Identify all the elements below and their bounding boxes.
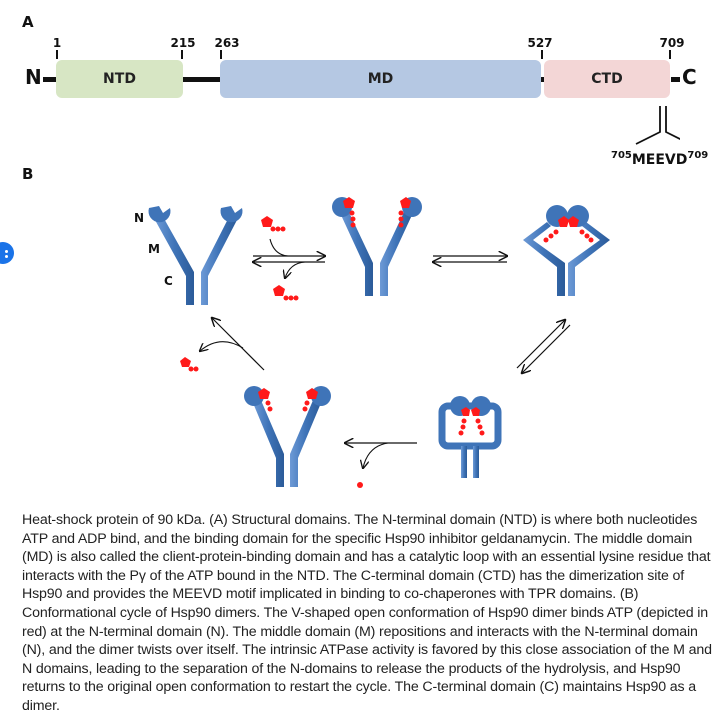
equilibrium-arrow-2 xyxy=(433,256,507,262)
tick-1 xyxy=(56,50,58,59)
adp-molecule-released xyxy=(180,357,199,372)
hsp90-open-adp-bound-dimer xyxy=(244,386,331,487)
hsp90-open-apo-dimer xyxy=(148,206,243,305)
c-domain-label: C xyxy=(164,274,173,288)
n-domain-left xyxy=(148,206,171,223)
release-arrow xyxy=(200,318,265,371)
tick-215 xyxy=(181,50,183,59)
n-domain-right xyxy=(220,206,243,223)
released-phosphate xyxy=(357,482,363,488)
adp-molecule-out xyxy=(273,285,299,301)
equilibrium-arrow-3 xyxy=(516,320,571,373)
position-label-1: 1 xyxy=(52,36,62,50)
meevd-motif-label: 705MEEVD709 xyxy=(611,150,708,168)
motif-end-position: 709 xyxy=(687,150,709,161)
hsp90-closed-n-dimerized xyxy=(523,205,610,296)
conformational-cycle-diagram xyxy=(148,197,610,488)
protomer-left xyxy=(155,215,194,305)
m-domain-label: M xyxy=(148,242,160,256)
md-domain: MD xyxy=(220,60,541,98)
tick-527 xyxy=(541,50,543,59)
n-linker xyxy=(43,77,57,82)
motif-sequence: MEEVD xyxy=(631,152,688,168)
position-label-527: 527 xyxy=(527,36,553,50)
position-label-263: 263 xyxy=(214,36,240,50)
tick-263 xyxy=(220,50,222,59)
md-label: MD xyxy=(367,71,394,87)
md-ctd-linker xyxy=(541,77,546,82)
c-linker xyxy=(671,77,680,82)
equilibrium-arrow-1 xyxy=(253,238,325,278)
hydrolysis-arrow xyxy=(345,443,417,468)
c-terminus-label: C xyxy=(682,65,697,89)
side-expand-button[interactable] xyxy=(0,242,14,264)
figure-caption: Heat-shock protein of 90 kDa. (A) Struct… xyxy=(22,512,712,714)
ctd-domain: CTD xyxy=(544,60,670,98)
ctd-label: CTD xyxy=(591,71,623,87)
panel-a-label: A xyxy=(22,13,34,31)
n-terminus-label: N xyxy=(25,65,42,89)
tick-709 xyxy=(669,50,671,59)
panel-b-label: B xyxy=(22,165,34,183)
position-label-215: 215 xyxy=(170,36,196,50)
charged-linker xyxy=(183,77,221,82)
atp-molecule-in xyxy=(261,216,286,232)
hsp90-closed-compact-dimer xyxy=(438,396,502,478)
motif-bracket xyxy=(635,106,680,145)
protomer-right xyxy=(201,215,237,305)
hsp90-open-atp-bound-dimer xyxy=(332,197,422,296)
ntd-label: NTD xyxy=(103,71,136,87)
motif-start-position: 705 xyxy=(611,150,632,161)
n-domain-label: N xyxy=(134,211,145,225)
ntd-domain: NTD xyxy=(56,60,183,98)
position-label-709: 709 xyxy=(659,36,685,50)
